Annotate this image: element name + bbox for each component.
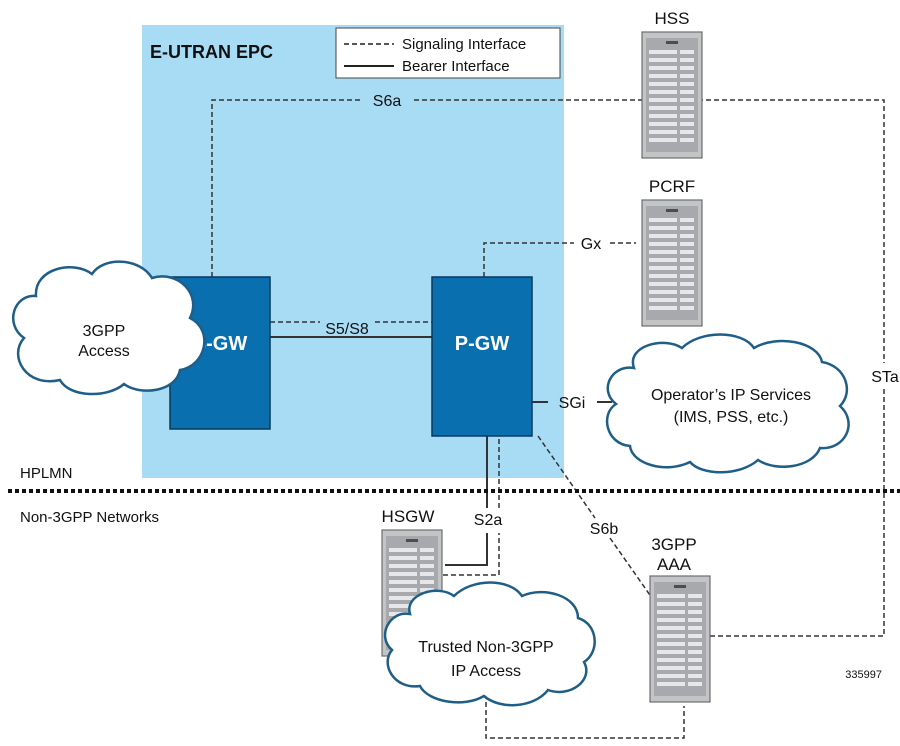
operator-ip-services-line2: (IMS, PSS, etc.) [674,409,789,426]
non3gpp-label: Non-3GPP Networks [20,509,159,526]
3gpp-access-cloud: 3GPP Access [12,260,206,396]
sgi-label: SGi [559,395,586,412]
trusted-non3gpp-line1: Trusted Non-3GPP [418,639,553,656]
3gpp-access-line1: 3GPP [83,323,126,340]
s2a-label: S2a [474,512,503,529]
hplmn-label: HPLMN [20,465,73,482]
s2a-bearer-link [445,436,488,566]
s6a-link [211,99,650,277]
gx-label: Gx [581,236,601,253]
gx-link [483,242,636,277]
legend-bearer-label: Bearer Interface [402,58,510,75]
s5s8-label: S5/S8 [325,321,369,338]
hsgw-label: HSGW [382,507,435,526]
operator-ip-services-line1: Operator’s IP Services [651,387,811,404]
pcrf-label: PCRF [649,177,695,196]
aaa-server: 3GPP AAA [649,535,711,703]
legend: Signaling Interface Bearer Interface [335,27,561,79]
trusted-to-aaa-link [485,694,685,739]
epc-region-title: E-UTRAN EPC [150,42,273,62]
sgw-label: S-GW [193,333,248,355]
figure-id: 335997 [845,669,882,681]
pgw-label: P-GW [455,333,510,355]
3gpp-access-line2: Access [78,343,130,360]
s6b-link [537,435,653,599]
trusted-non3gpp-cloud: Trusted Non-3GPP IP Access [383,581,596,707]
pgw-node: P-GW [431,276,533,437]
hss-server: HSS [641,9,703,159]
aaa-label-line2: AAA [657,555,692,574]
legend-signaling-label: Signaling Interface [402,36,526,53]
s6a-label: S6a [373,93,402,110]
hsgw-server: HSGW [381,507,443,657]
hss-label: HSS [655,9,690,28]
aaa-label-line1: 3GPP [651,535,696,554]
trusted-non3gpp-line2: IP Access [451,663,521,680]
operator-ip-services-cloud: Operator’s IP Services (IMS, PSS, etc.) [605,333,850,474]
pcrf-server: PCRF [641,177,703,327]
sta-label: STa [871,369,899,386]
s2a-signaling-link [443,436,500,576]
s6b-label: S6b [590,521,619,538]
sta-link [674,99,885,637]
